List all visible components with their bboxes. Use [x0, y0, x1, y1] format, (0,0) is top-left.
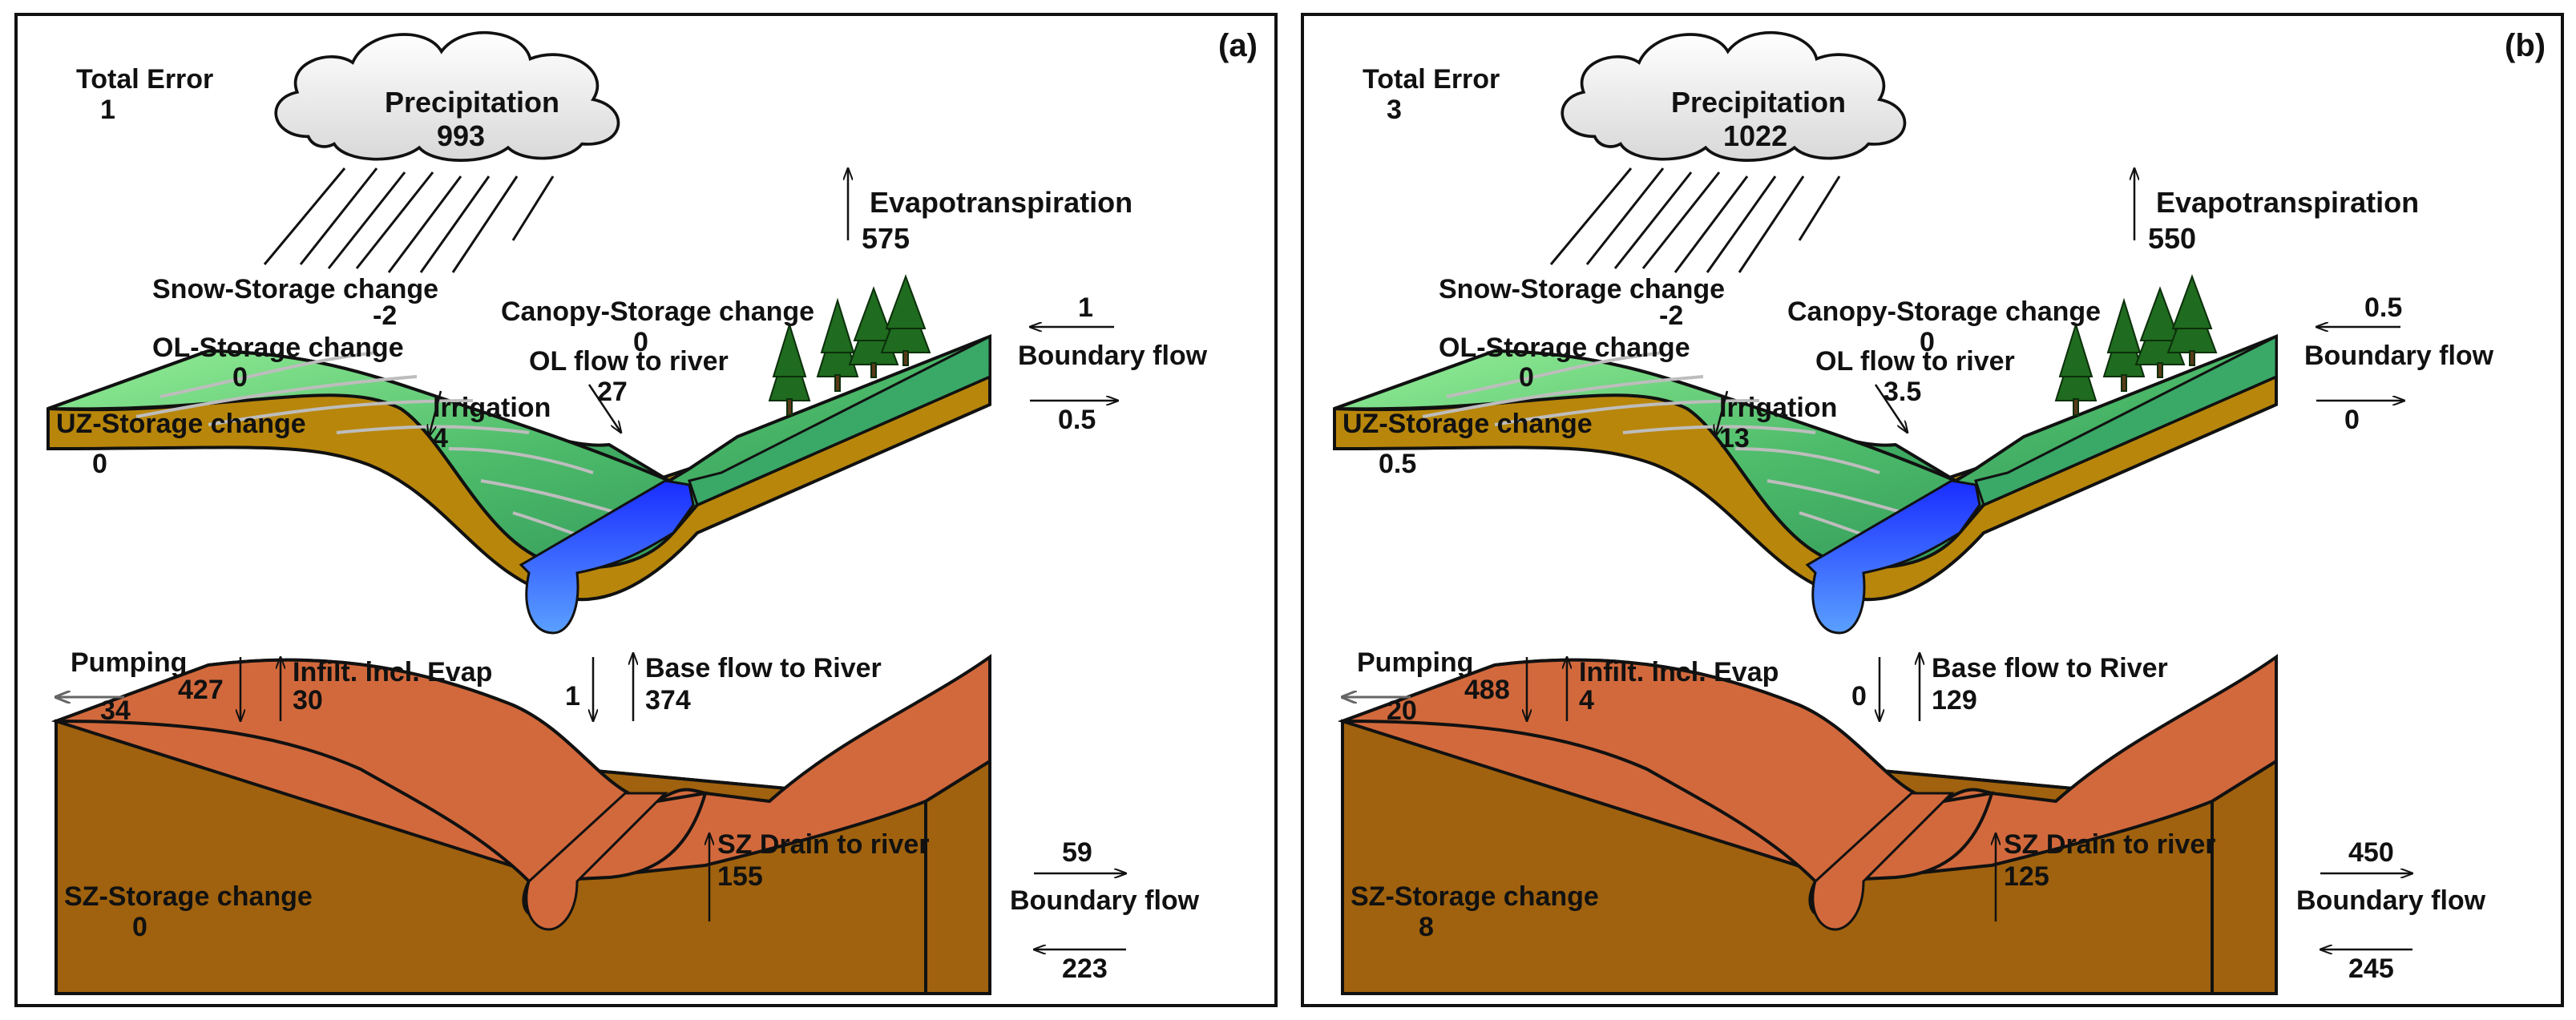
boundary-in-value: 1: [1078, 292, 1093, 323]
sz-storage-value: 0: [132, 912, 147, 942]
boundary-flow-label: Boundary flow: [2304, 341, 2494, 371]
total-error-label: Total Error: [76, 64, 213, 95]
ol-storage-value: 0: [1519, 362, 1534, 393]
flow-arrow-icon: [429, 390, 442, 437]
baseflow-label: Base flow to River: [1932, 653, 2168, 683]
ol-storage-label: OL-Storage change: [152, 333, 404, 363]
uz-storage-value: 0: [92, 449, 107, 479]
flow-arrow-icon: [1715, 390, 1729, 437]
snow-storage-label: Snow-Storage change: [1439, 274, 1725, 304]
evapotranspiration-value: 550: [2148, 222, 2196, 255]
tag: (a): [1218, 28, 1258, 63]
pumping-label: Pumping: [1357, 647, 1473, 678]
ol-flow-label: OL flow to river: [1815, 346, 2015, 377]
sz-boundary-label: Boundary flow: [2296, 885, 2486, 916]
boundary-flow-label: Boundary flow: [1018, 341, 1208, 371]
baseflow-right-value: 374: [645, 685, 691, 716]
infilt-label: Infilt. incl. Evap: [1579, 657, 1779, 687]
boundary-out-value: 0: [2344, 405, 2360, 435]
evapotranspiration-value: 575: [862, 222, 910, 255]
canopy-storage-label: Canopy-Storage change: [1787, 296, 2101, 327]
infilt-up-value: 30: [293, 685, 323, 716]
canopy-storage-label: Canopy-Storage change: [501, 296, 814, 327]
precipitation-value: 993: [437, 119, 485, 152]
uz-storage-label: UZ-Storage change: [56, 409, 306, 439]
pumping-value: 34: [100, 695, 131, 726]
irrigation-label: Irrigation: [433, 393, 551, 423]
total-error-label: Total Error: [1363, 64, 1500, 95]
infilt-down-value: 488: [1464, 675, 1510, 705]
ol-flow-label: OL flow to river: [529, 346, 729, 377]
precipitation-value: 1022: [1723, 119, 1787, 152]
sz-storage-label: SZ-Storage change: [1351, 881, 1599, 912]
sz-boundary-out-value: 59: [1062, 837, 1092, 868]
baseflow-right-value: 129: [1932, 685, 1977, 716]
tag: (b): [2505, 28, 2546, 63]
sz-boundary-in-value: 223: [1062, 953, 1108, 984]
sz-drain-value: 125: [2004, 861, 2049, 892]
pumping-label: Pumping: [71, 647, 187, 678]
pumping-value: 20: [1387, 695, 1417, 726]
sz-drain-value: 155: [717, 861, 763, 892]
irrigation-value: 13: [1719, 423, 1750, 454]
precipitation-label: Precipitation: [1671, 86, 1846, 119]
snow-storage-label: Snow-Storage change: [152, 274, 438, 304]
evapotranspiration-label: Evapotranspiration: [2156, 186, 2419, 219]
boundary-out-value: 0.5: [1058, 405, 1096, 435]
ol-flow-value: 3.5: [1884, 377, 1921, 407]
baseflow-label: Base flow to River: [645, 653, 882, 683]
panel-a: [14, 13, 1278, 1007]
infilt-label: Infilt. incl. Evap: [293, 657, 492, 687]
total-error-value: 1: [100, 95, 115, 125]
snow-storage-value: -2: [1659, 300, 1683, 331]
sz-storage-value: 8: [1419, 912, 1434, 942]
uz-storage-value: 0.5: [1379, 449, 1416, 479]
sz-storage-label: SZ-Storage change: [64, 881, 313, 912]
baseflow-left-value: 0: [1851, 681, 1867, 712]
irrigation-label: Irrigation: [1719, 393, 1837, 423]
precipitation-label: Precipitation: [385, 86, 559, 119]
total-error-value: 3: [1387, 95, 1402, 125]
infilt-up-value: 4: [1579, 685, 1594, 716]
irrigation-value: 4: [433, 423, 448, 454]
flow-arrow-icon: [1874, 384, 1908, 433]
ol-flow-value: 27: [597, 377, 628, 407]
ol-storage-label: OL-Storage change: [1439, 333, 1690, 363]
sz-boundary-out-value: 450: [2348, 837, 2394, 868]
baseflow-left-value: 1: [565, 681, 580, 712]
uz-storage-label: UZ-Storage change: [1343, 409, 1593, 439]
canopy-storage-value: 0: [1920, 327, 1935, 357]
panel-b: [1301, 13, 2564, 1007]
ol-storage-value: 0: [232, 362, 248, 393]
sz-boundary-label: Boundary flow: [1010, 885, 1200, 916]
canopy-storage-value: 0: [633, 327, 648, 357]
flow-arrow-icon: [587, 384, 621, 433]
sz-boundary-in-value: 245: [2348, 953, 2394, 984]
snow-storage-value: -2: [373, 300, 397, 331]
evapotranspiration-label: Evapotranspiration: [870, 186, 1133, 219]
boundary-in-value: 0.5: [2364, 292, 2402, 323]
sz-drain-label: SZ Drain to river: [717, 829, 930, 860]
infilt-down-value: 427: [178, 675, 224, 705]
sz-drain-label: SZ Drain to river: [2004, 829, 2216, 860]
